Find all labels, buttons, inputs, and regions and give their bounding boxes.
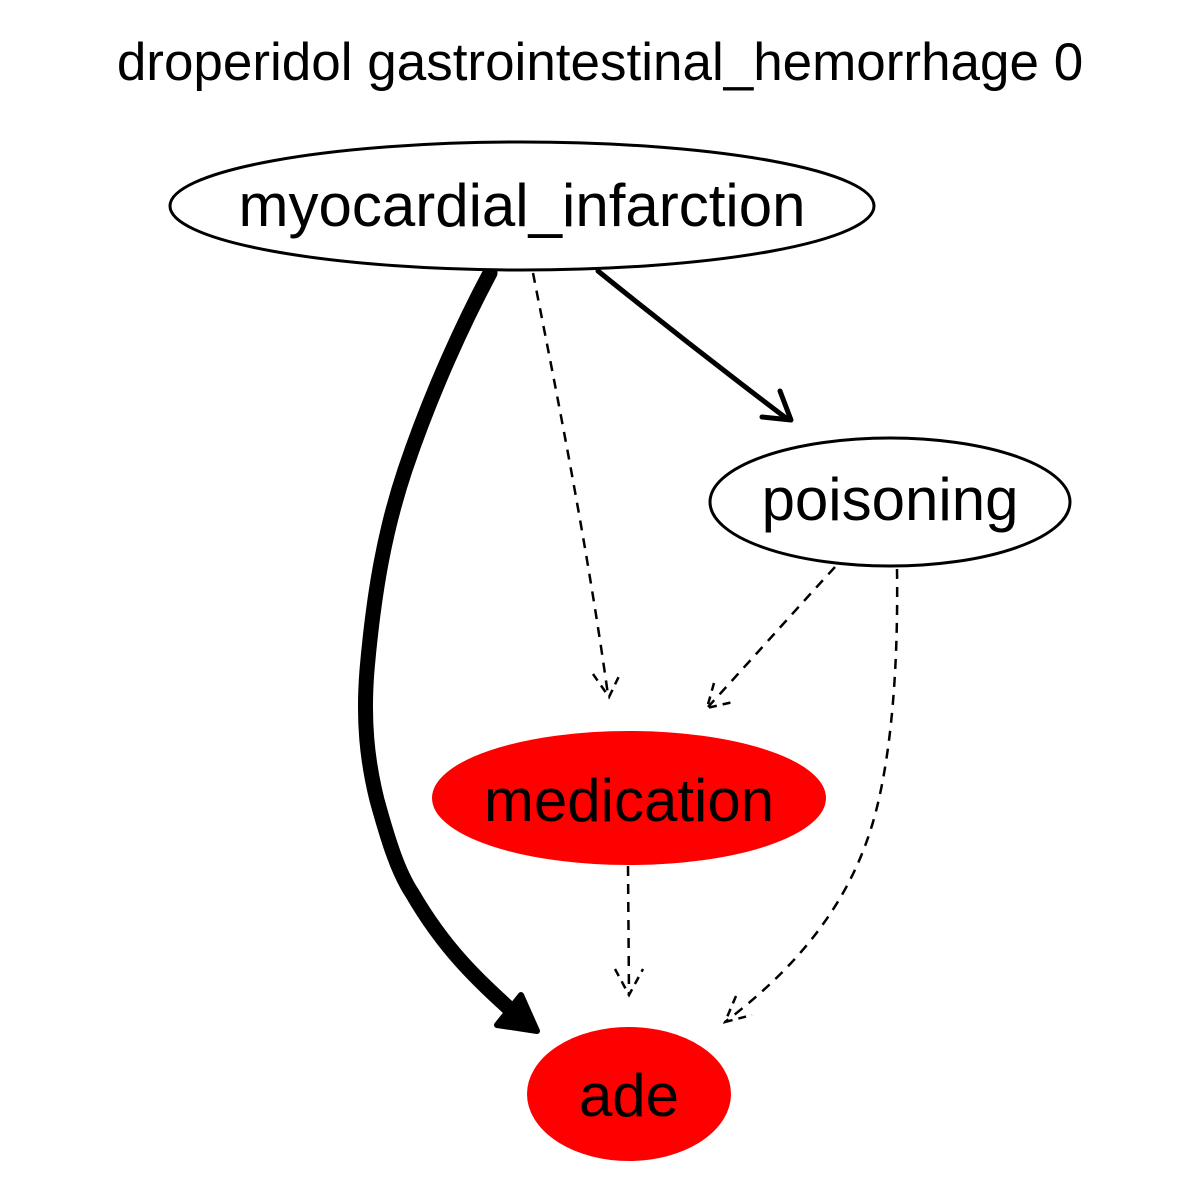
node-label: myocardial_infarction	[239, 172, 806, 239]
edge-myocardial_infarction-ade-arrowhead	[494, 992, 540, 1034]
node-poisoning: poisoning	[708, 436, 1072, 568]
node-label: poisoning	[762, 466, 1019, 533]
edge-poisoning-medication-arrowhead	[705, 682, 734, 710]
edge-poisoning-ade	[724, 568, 899, 1023]
edges	[357, 265, 899, 1034]
edge-myocardial_infarction-poisoning	[595, 268, 789, 421]
edge-myocardial_infarction-medication-arrowhead	[591, 671, 623, 700]
node-ade: ade	[527, 1027, 731, 1161]
node-label: medication	[484, 767, 774, 834]
edge-medication-ade-arrowhead	[613, 968, 645, 998]
edge-poisoning-medication	[707, 566, 836, 708]
graph-title: droperidol gastrointestinal_hemorrhage 0	[117, 33, 1083, 92]
node-shape	[432, 731, 826, 865]
node-myocardial_infarction: myocardial_infarction	[168, 140, 876, 272]
node-label: ade	[579, 1062, 679, 1129]
edge-myocardial_infarction-poisoning-arrowhead	[759, 388, 794, 423]
node-shape	[168, 140, 876, 272]
edge-myocardial_infarction-ade	[357, 265, 521, 1020]
node-shape	[708, 436, 1072, 568]
edge-poisoning-ade-arrowhead	[722, 995, 753, 1024]
node-medication: medication	[432, 731, 826, 865]
edge-medication-ade	[626, 865, 631, 996]
edge-myocardial_infarction-medication	[531, 272, 610, 696]
node-shape	[527, 1027, 731, 1161]
